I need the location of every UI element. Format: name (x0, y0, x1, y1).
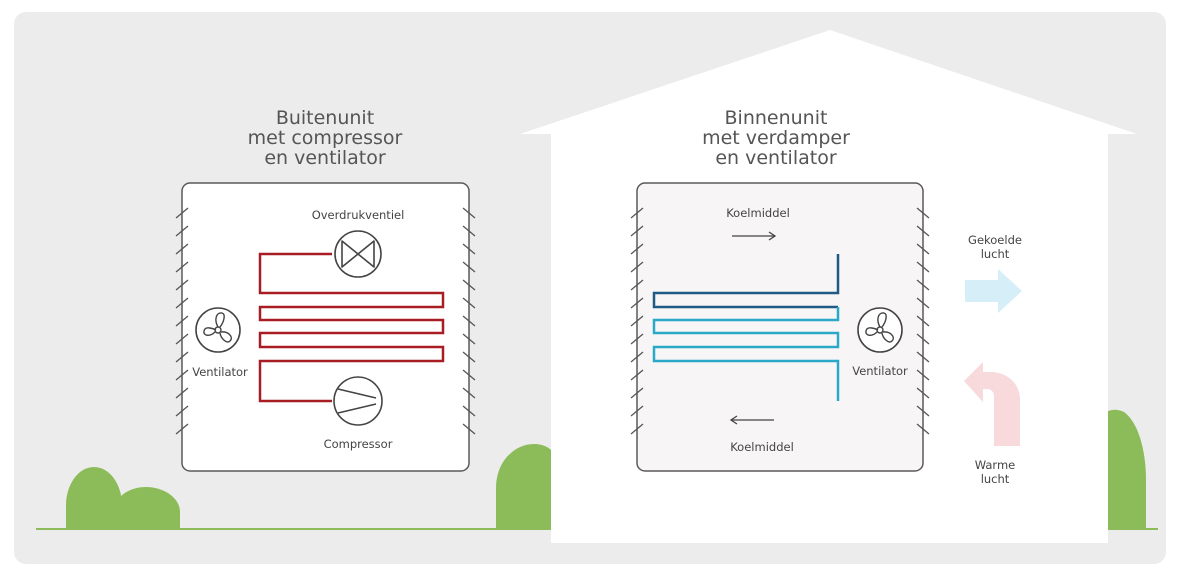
grille-hatch (630, 261, 644, 273)
grille-hatch (462, 423, 476, 435)
grille-hatch (916, 297, 930, 309)
grille-hatch (916, 279, 930, 291)
tree-left-1 (66, 467, 122, 529)
grille-hatch (462, 225, 476, 237)
grille-hatch (916, 387, 930, 399)
grille-hatch (916, 207, 930, 219)
indoor-title-line-2: met verdamper (702, 127, 850, 149)
valve-label: Overdrukventiel (311, 208, 405, 222)
grille-hatch (175, 243, 189, 255)
expansion-valve-icon (334, 230, 382, 278)
refrigerant-arrow-left-icon (729, 415, 774, 425)
grille-hatch (916, 261, 930, 273)
grille-hatch (175, 315, 189, 327)
indoor-unit-title: Binnenunit met verdamper en ventilator (680, 108, 872, 168)
grille-hatch (630, 225, 644, 237)
grille-hatch (916, 405, 930, 417)
grille-hatch (175, 333, 189, 345)
outdoor-title-line-1: Buitenunit (275, 107, 375, 129)
warm-air-label-line-1: Warme (974, 458, 1016, 472)
grille-hatch (462, 387, 476, 399)
cooled-air-arrow-icon (965, 269, 1022, 313)
grille-hatch (630, 387, 644, 399)
grille-hatch (462, 405, 476, 417)
evaporator-coil-lower (652, 307, 840, 401)
grille-hatch (630, 243, 644, 255)
grille-hatch (630, 369, 644, 381)
grille-hatch (175, 405, 189, 417)
condenser-coil (258, 252, 445, 403)
grille-hatch (630, 333, 644, 345)
grille-hatch (175, 387, 189, 399)
grille-hatch (175, 279, 189, 291)
grille-hatches (175, 207, 930, 435)
cooled-air-label: Gekoelde lucht (955, 233, 1035, 261)
grille-hatch (175, 369, 189, 381)
tree-middle (496, 444, 560, 529)
grille-hatch (175, 225, 189, 237)
grille-hatch (916, 315, 930, 327)
grille-hatch (462, 261, 476, 273)
warm-air-label-line-2: lucht (980, 472, 1010, 486)
refrigerant-bottom-label: Koelmiddel (730, 440, 794, 454)
grille-hatch (630, 207, 644, 219)
compressor-icon (333, 376, 383, 426)
grille-hatch (462, 315, 476, 327)
grille-hatch (630, 279, 644, 291)
grille-hatch (630, 351, 644, 363)
grille-hatch (175, 351, 189, 363)
grille-hatch (916, 423, 930, 435)
grille-hatch (916, 369, 930, 381)
indoor-title-line-1: Binnenunit (724, 107, 828, 129)
grille-hatch (175, 423, 189, 435)
compressor-label: Compressor (323, 437, 393, 451)
grille-hatch (462, 369, 476, 381)
grille-hatch (630, 297, 644, 309)
outdoor-title-line-3: en ventilator (264, 147, 386, 169)
grille-hatch (630, 405, 644, 417)
grille-hatch (916, 333, 930, 345)
tree-left-2 (115, 487, 180, 529)
grille-hatch (916, 225, 930, 237)
cooled-air-label-line-2: lucht (980, 247, 1010, 261)
outdoor-unit-title: Buitenunit met compressor en ventilator (229, 108, 421, 168)
grille-hatch (462, 333, 476, 345)
outdoor-fan-label: Ventilator (192, 365, 248, 379)
outdoor-fan-icon (195, 307, 241, 353)
grille-hatch (916, 243, 930, 255)
grille-hatch (462, 297, 476, 309)
grille-hatch (175, 297, 189, 309)
grille-hatch (462, 243, 476, 255)
grille-hatch (462, 207, 476, 219)
grille-hatch (916, 351, 930, 363)
outdoor-title-line-2: met compressor (247, 127, 403, 149)
grille-hatch (175, 207, 189, 219)
evaporator-coil-upper (652, 254, 840, 309)
warm-air-label: Warme lucht (955, 458, 1035, 486)
grille-hatch (630, 423, 644, 435)
indoor-fan-icon (857, 307, 903, 353)
grille-hatch (630, 315, 644, 327)
refrigerant-arrow-right-icon (732, 231, 777, 241)
indoor-fan-label: Ventilator (852, 364, 908, 378)
refrigerant-top-label: Koelmiddel (726, 206, 790, 220)
grille-hatch (462, 279, 476, 291)
indoor-title-line-3: en ventilator (715, 147, 837, 169)
warm-air-arrow-icon (964, 362, 1020, 446)
grille-hatch (175, 261, 189, 273)
cooled-air-label-line-1: Gekoelde (968, 233, 1022, 247)
grille-hatch (462, 351, 476, 363)
